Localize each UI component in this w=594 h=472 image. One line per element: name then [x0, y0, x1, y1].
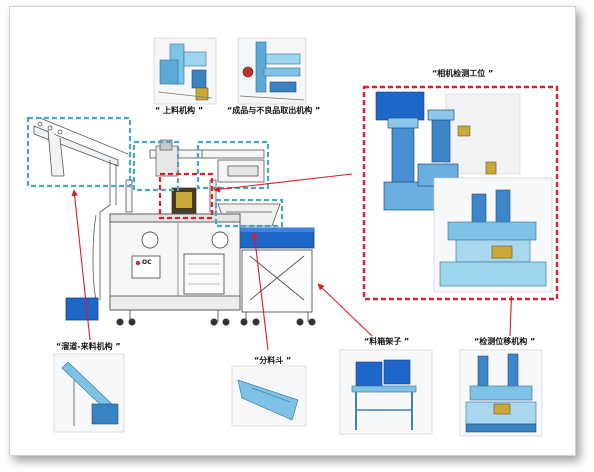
camera-station-inset	[368, 90, 554, 296]
output-callout-box	[196, 140, 270, 190]
feeder-chute-drawing	[33, 117, 129, 301]
casters	[116, 318, 316, 326]
camera-callout-box	[158, 172, 214, 220]
arrow-sorter	[251, 231, 269, 351]
loading-callout-box	[132, 140, 180, 192]
label-camera-station: “相机检测工位 ”	[432, 69, 494, 78]
panel-badge: OC	[142, 259, 152, 266]
output-mechanism-inset	[237, 37, 307, 105]
arrow-camera	[213, 173, 353, 193]
label-loading-mechanism: “ 上料机构 ”	[155, 106, 204, 115]
label-sorter-hopper: “分料斗 ”	[254, 356, 292, 365]
arrow-rack	[317, 283, 373, 337]
rack-inset	[339, 349, 433, 435]
callout-arrows	[71, 173, 516, 351]
right-rack-frame	[241, 249, 313, 322]
callout-frames	[26, 85, 559, 301]
sorter-inset	[231, 365, 307, 427]
main-cabinet	[109, 213, 241, 322]
label-output-mechanism: “成品与不良品取出机构 ”	[227, 106, 321, 115]
feeder-callout-box	[26, 116, 132, 188]
left-bin	[65, 297, 99, 321]
main-machine	[33, 117, 316, 326]
arrow-feeder	[71, 189, 91, 341]
label-feeder-mechanism: “溜道-来料机构 ”	[56, 342, 121, 351]
camera-station-frame	[362, 85, 559, 301]
loading-mechanism-inset	[153, 37, 217, 105]
detect-move-inset	[459, 349, 543, 437]
label-rack: “料箱架子 ”	[364, 337, 410, 346]
right-bin	[239, 227, 315, 249]
upper-frame	[125, 149, 265, 213]
feeder-inset	[53, 353, 125, 433]
sorter-callout-box	[214, 198, 284, 228]
label-detect-move-mechanism: “检测位移机构 ”	[474, 337, 536, 346]
